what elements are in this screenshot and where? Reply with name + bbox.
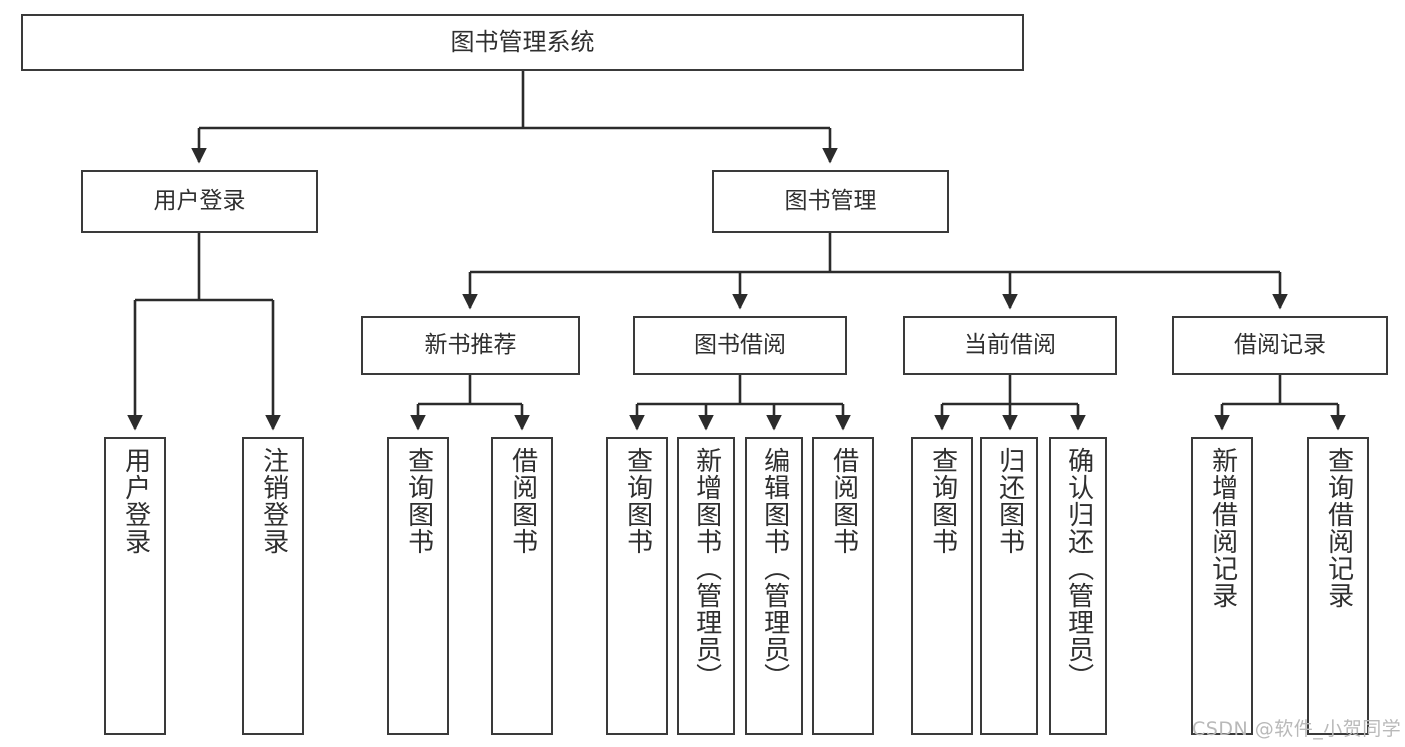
node-label: 当前借阅 — [964, 331, 1056, 358]
node-borrow-record[interactable]: 借阅记录 — [1172, 316, 1388, 375]
node-current-borrow[interactable]: 当前借阅 — [903, 316, 1117, 375]
node-label: 查询借阅记录 — [1323, 447, 1354, 609]
leaf-query-book-recommend[interactable]: 查询图书 — [387, 437, 449, 735]
node-label: 借阅图书 — [507, 447, 538, 555]
leaf-return-book[interactable]: 归还图书 — [980, 437, 1038, 735]
node-label: 用户登录 — [120, 447, 151, 555]
node-label: 归还图书 — [994, 447, 1025, 555]
node-label: 注销登录 — [258, 447, 289, 555]
node-label: 查询图书 — [622, 447, 653, 555]
node-label: 新增图书（管理员） — [691, 447, 722, 690]
node-label: 编辑图书（管理员） — [759, 447, 790, 690]
leaf-query-borrow-record[interactable]: 查询借阅记录 — [1307, 437, 1369, 735]
node-label: 查询图书 — [927, 447, 958, 555]
node-label: 图书管理系统 — [450, 28, 595, 57]
node-new-book-recommend[interactable]: 新书推荐 — [361, 316, 580, 375]
leaf-add-borrow-record[interactable]: 新增借阅记录 — [1191, 437, 1253, 735]
node-user-login[interactable]: 用户登录 — [81, 170, 318, 233]
node-book-borrow[interactable]: 图书借阅 — [633, 316, 847, 375]
leaf-add-book[interactable]: 新增图书（管理员） — [677, 437, 735, 735]
leaf-logout[interactable]: 注销登录 — [242, 437, 304, 735]
leaf-query-book-borrow[interactable]: 查询图书 — [606, 437, 668, 735]
node-label: 确认归还（管理员） — [1063, 447, 1094, 690]
node-label: 新书推荐 — [424, 331, 517, 358]
leaf-user-login[interactable]: 用户登录 — [104, 437, 166, 735]
leaf-edit-book[interactable]: 编辑图书（管理员） — [745, 437, 803, 735]
node-label: 查询图书 — [403, 447, 434, 555]
leaf-query-book-current[interactable]: 查询图书 — [911, 437, 973, 735]
leaf-borrow-book-recommend[interactable]: 借阅图书 — [491, 437, 553, 735]
node-label: 新增借阅记录 — [1207, 447, 1238, 609]
node-label: 借阅图书 — [828, 447, 859, 555]
node-label: 借阅记录 — [1234, 331, 1326, 358]
csdn-watermark: CSDN @软件_小贺同学 — [1192, 718, 1402, 740]
node-label: 用户登录 — [153, 187, 246, 214]
node-book-manage[interactable]: 图书管理 — [712, 170, 949, 233]
leaf-borrow-book-borrow[interactable]: 借阅图书 — [812, 437, 874, 735]
leaf-confirm-return[interactable]: 确认归还（管理员） — [1049, 437, 1107, 735]
node-label: 图书借阅 — [694, 331, 786, 358]
node-root-system[interactable]: 图书管理系统 — [21, 14, 1024, 71]
node-label: 图书管理 — [784, 187, 877, 214]
